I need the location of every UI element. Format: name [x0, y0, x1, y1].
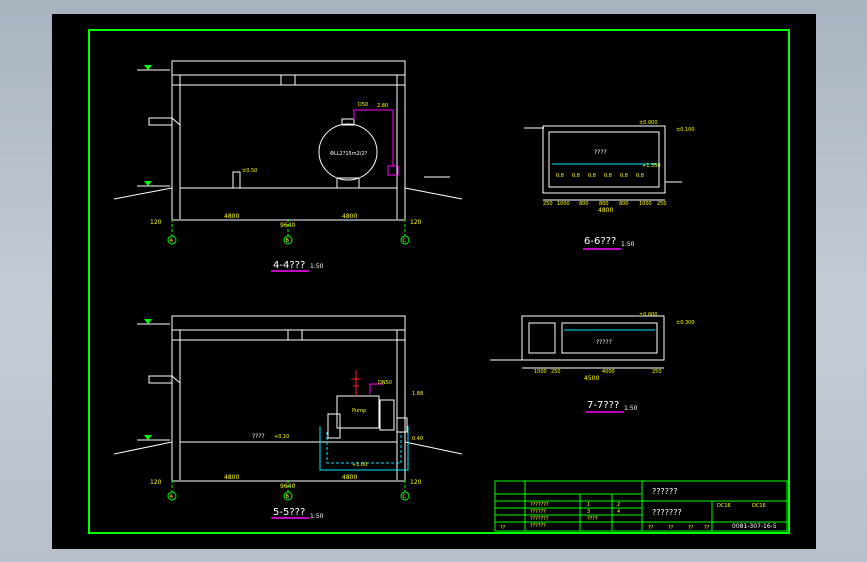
- svg-text:??: ??: [500, 525, 506, 531]
- svg-text:±0.100: ±0.100: [676, 127, 695, 133]
- tank-label-6-6: ????: [594, 149, 607, 156]
- svg-text:Pump: Pump: [352, 408, 366, 414]
- svg-text:1000: 1000: [557, 201, 570, 207]
- svg-text:1:50: 1:50: [310, 513, 324, 520]
- svg-text:DN50: DN50: [378, 380, 392, 386]
- tank-label-4-4: ΦLL2?15m2/2?: [330, 151, 368, 157]
- tank-label-7-7: ?????: [596, 339, 612, 346]
- section-title-7-7: 7-7???: [587, 400, 619, 411]
- section-5-5: ???? +0.10 DN50 Pump 1.88 0.40 +1.00 120…: [113, 315, 463, 520]
- svg-text:B: B: [286, 494, 290, 500]
- svg-text:250: 250: [652, 369, 662, 375]
- drawing-border: [88, 29, 790, 534]
- svg-text:0.8: 0.8: [604, 173, 612, 179]
- svg-text:4800: 4800: [224, 474, 239, 481]
- svg-text:??: ??: [704, 525, 710, 531]
- svg-text:+0.10: +0.10: [274, 434, 289, 440]
- svg-text:120: 120: [150, 219, 162, 226]
- svg-text:±0.000: ±0.000: [639, 312, 658, 318]
- svg-text:0.8: 0.8: [556, 173, 564, 179]
- svg-text:250: 250: [551, 369, 561, 375]
- svg-text:???????: ???????: [530, 502, 549, 508]
- drawing-number: 0081-307-16-5: [732, 523, 777, 530]
- svg-text:0.8: 0.8: [636, 173, 644, 179]
- svg-text:????: ????: [587, 516, 598, 522]
- svg-text:DC16: DC16: [752, 503, 766, 509]
- svg-text:0.8: 0.8: [620, 173, 628, 179]
- svg-text:4500: 4500: [584, 375, 599, 382]
- svg-text:120: 120: [150, 479, 162, 486]
- svg-text:0.40: 0.40: [412, 436, 423, 442]
- svg-text:??: ??: [688, 525, 694, 531]
- svg-text:+1.00: +1.00: [352, 462, 367, 468]
- svg-text:4800: 4800: [342, 213, 357, 220]
- svg-text:1:50: 1:50: [310, 263, 324, 270]
- section-title-6-6: 6-6???: [584, 236, 616, 247]
- drawing-sheet: ±0.50 ΦLL2?15m2/2? 2.80 D50 120 4800 964…: [52, 14, 816, 549]
- section-7-7: ±0.000 ±0.300 ????? 1000 250 4000 250 45…: [490, 312, 695, 413]
- svg-text:4000: 4000: [602, 369, 615, 375]
- svg-text:250: 250: [657, 201, 667, 207]
- svg-text:±0.000: ±0.000: [639, 120, 658, 126]
- svg-text:1: 1: [587, 502, 590, 508]
- room-label-5-5: ????: [252, 433, 265, 440]
- svg-text:1:50: 1:50: [624, 405, 638, 412]
- svg-text:4800: 4800: [224, 213, 239, 220]
- svg-text:+1.350: +1.350: [642, 163, 661, 169]
- drawing-name: ???????: [652, 508, 682, 517]
- svg-text:1000: 1000: [534, 369, 547, 375]
- svg-text:??: ??: [648, 525, 654, 531]
- svg-text:±0.300: ±0.300: [676, 320, 695, 326]
- section-6-6: ±0.000 ±0.100 ???? +1.350 0.8 0.8 0.8 0.…: [524, 120, 695, 250]
- svg-text:2.80: 2.80: [377, 103, 388, 109]
- svg-text:??: ??: [668, 525, 674, 531]
- svg-text:120: 120: [410, 479, 422, 486]
- svg-text:1.88: 1.88: [412, 391, 423, 397]
- svg-text:??????: ??????: [530, 523, 546, 529]
- section-4-4: ±0.50 ΦLL2?15m2/2? 2.80 D50 120 4800 964…: [113, 60, 463, 272]
- svg-text:4800: 4800: [598, 207, 613, 214]
- svg-text:0.8: 0.8: [588, 173, 596, 179]
- svg-text:C: C: [403, 238, 407, 244]
- svg-text:4: 4: [617, 509, 620, 515]
- svg-text:4800: 4800: [342, 474, 357, 481]
- project-name: ??????: [652, 487, 677, 496]
- svg-text:250: 250: [543, 201, 553, 207]
- cad-drawing-canvas: ±0.50 ΦLL2?15m2/2? 2.80 D50 120 4800 964…: [88, 29, 790, 534]
- svg-text:???????: ???????: [530, 516, 549, 522]
- svg-text:DC16: DC16: [717, 503, 731, 509]
- svg-text:1:50: 1:50: [621, 241, 635, 248]
- svg-text:1000: 1000: [639, 201, 652, 207]
- svg-text:800: 800: [619, 201, 629, 207]
- svg-text:0.8: 0.8: [572, 173, 580, 179]
- section-title-4-4: 4-4???: [273, 260, 305, 271]
- svg-text:800: 800: [599, 201, 609, 207]
- svg-text:D50: D50: [358, 102, 368, 108]
- svg-text:800: 800: [579, 201, 589, 207]
- title-block: ?????? ??????? ??????? ?????? ??????? ??…: [494, 480, 788, 532]
- svg-text:C: C: [403, 494, 407, 500]
- svg-text:B: B: [286, 238, 290, 244]
- svg-text:2: 2: [617, 502, 620, 508]
- section-title-5-5: 5-5???: [273, 507, 305, 518]
- svg-text:??????: ??????: [530, 509, 546, 515]
- svg-text:±0.50: ±0.50: [242, 168, 257, 174]
- svg-text:3: 3: [587, 509, 590, 515]
- svg-text:A: A: [170, 238, 174, 244]
- svg-text:A: A: [170, 494, 174, 500]
- svg-text:120: 120: [410, 219, 422, 226]
